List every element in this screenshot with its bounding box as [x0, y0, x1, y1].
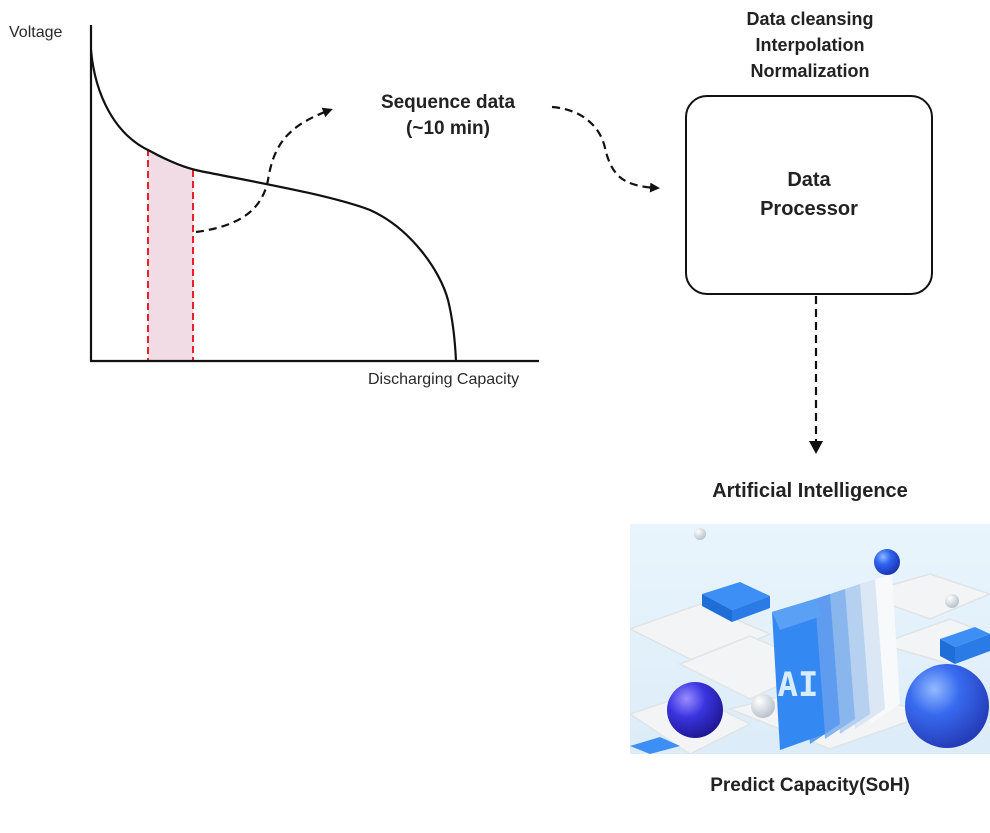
sequence-data-title: Sequence data: [380, 92, 516, 113]
output-label: Predict Capacity(SoH): [710, 775, 910, 796]
small-folder-icon: [940, 627, 990, 664]
ai-folder-text: AI: [778, 665, 819, 705]
processor-line2: Processor: [760, 198, 858, 220]
arrow-processor-to-ai-head: [809, 441, 823, 454]
small-folder-icon: [702, 582, 770, 622]
arrow-band-to-sequence: [195, 107, 333, 234]
ai-illustration: AI: [630, 524, 990, 754]
sphere-gray: [751, 694, 775, 718]
sphere-purple: [667, 682, 723, 738]
y-axis-label: Voltage: [9, 24, 63, 41]
processing-steps: Data cleansing Interpolation Normalizati…: [700, 6, 920, 84]
sphere-small-gray: [694, 528, 706, 540]
step-data-cleansing: Data cleansing: [746, 9, 874, 29]
sequence-data-label: Sequence data (~10 min): [358, 90, 538, 142]
highlight-band: [148, 150, 193, 360]
arrow-sequence-to-processor: [551, 105, 660, 193]
step-interpolation: Interpolation: [755, 35, 865, 55]
x-axis-label: Discharging Capacity: [368, 371, 520, 388]
ai-title: Artificial Intelligence: [712, 480, 908, 502]
discharge-curve: [89, 49, 458, 362]
ai-folder-stack: AI: [772, 574, 900, 750]
sphere-small-blue: [874, 549, 900, 575]
sphere-large-blue: [905, 664, 989, 748]
sequence-data-duration: (~10 min): [406, 118, 490, 139]
processor-line1: Data: [787, 169, 831, 191]
step-normalization: Normalization: [750, 61, 870, 81]
data-processor-box: Data Processor: [685, 95, 933, 295]
sphere-gray: [945, 594, 959, 608]
